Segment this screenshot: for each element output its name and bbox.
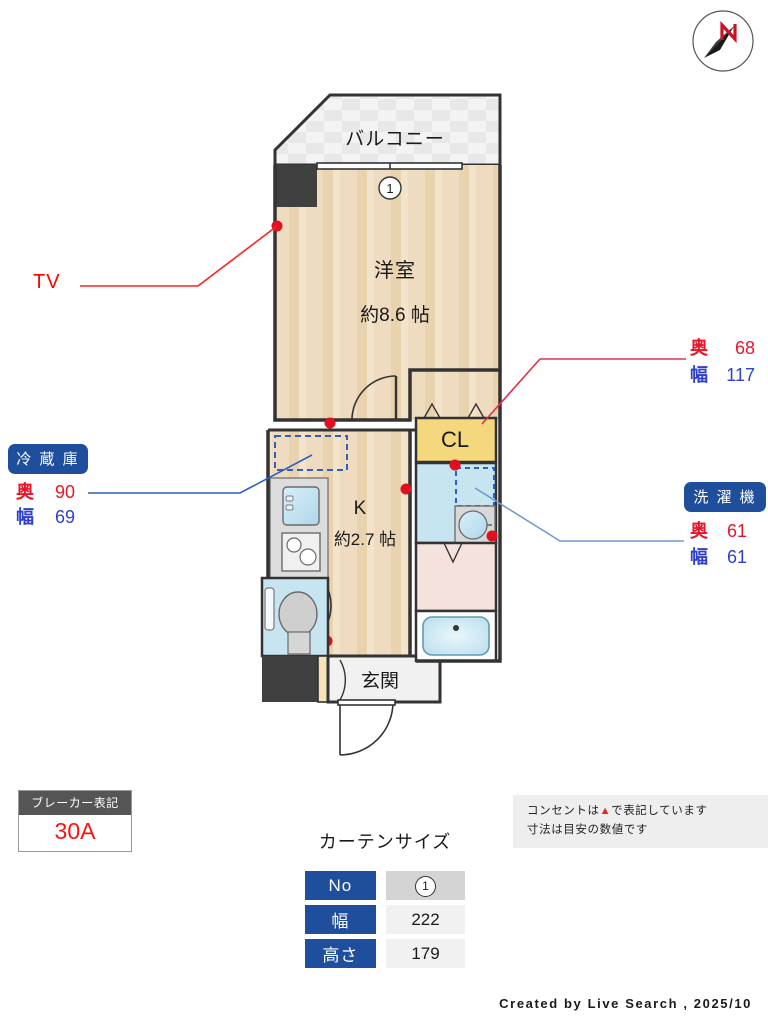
outlet-marker <box>400 483 412 495</box>
entrance-area <box>326 654 442 756</box>
closet-width-value: 117 <box>726 365 755 385</box>
tv-callout-label: TV <box>33 271 61 293</box>
kitchen-area <box>266 428 412 672</box>
curtain-width-value: 222 <box>386 905 465 934</box>
outlet-marker <box>486 530 498 542</box>
curtain-size-table: No 1 幅 222 高さ 179 <box>305 866 465 973</box>
main-room-area: 1 <box>271 162 502 429</box>
closet-area <box>414 402 498 464</box>
washer-width-key: 幅 <box>690 547 709 567</box>
corridor-area <box>414 541 498 613</box>
curtain-size-title: カーテンサイズ <box>318 832 452 852</box>
washer-depth-row: 奥 61 <box>690 518 768 544</box>
washer-depth-key: 奥 <box>690 521 709 541</box>
curtain-height-header: 高さ <box>305 939 376 968</box>
washer-leader-line <box>474 487 684 542</box>
fridge-width-row: 幅 69 <box>16 505 108 530</box>
outlet-symbol-icon: ▲ <box>599 805 612 817</box>
table-row: No 1 <box>305 871 465 900</box>
legend-notes: コンセントは▲で表記しています 寸法は目安の数値です <box>513 795 768 848</box>
fridge-depth-row: 奥 90 <box>16 480 108 505</box>
table-spacer <box>376 905 386 934</box>
washer-width-value: 61 <box>726 547 747 567</box>
washer-depth-value: 61 <box>726 521 747 541</box>
curtain-no-header: No <box>305 871 376 900</box>
compass-north-icon <box>692 10 754 72</box>
note-line-1-after: で表記しています <box>611 805 708 817</box>
outlet-marker <box>324 417 336 429</box>
svg-text:1: 1 <box>386 181 393 196</box>
outer-walls <box>410 370 502 663</box>
curtain-width-header: 幅 <box>305 905 376 934</box>
fridge-depth-key: 奥 <box>16 482 35 502</box>
closet-depth-key: 奥 <box>690 338 709 358</box>
closet-leader-line <box>481 358 686 425</box>
tv-leader-line <box>80 225 278 287</box>
fridge-space-outline <box>274 435 348 471</box>
closet-callout: 奥 68 幅 117 <box>690 335 768 389</box>
curtain-height-value: 179 <box>386 939 465 968</box>
floor-plan-drawing: 1 <box>260 93 502 756</box>
curtain-no-value: 1 <box>386 871 465 900</box>
closet-depth-value: 68 <box>734 338 755 358</box>
table-row: 高さ 179 <box>305 939 465 968</box>
fridge-callout: 冷 蔵 庫 奥 90 幅 69 <box>8 444 108 530</box>
window-number-badge: 1 <box>415 875 436 897</box>
fridge-leader-line <box>88 454 313 494</box>
closet-width-key: 幅 <box>690 365 709 385</box>
callout-leader-lines <box>80 225 686 542</box>
breaker-title: ブレーカー表記 <box>19 791 131 815</box>
note-line-2: 寸法は目安の数値です <box>527 824 648 836</box>
table-spacer <box>376 939 386 968</box>
washer-callout: 洗 濯 機 奥 61 幅 61 <box>684 482 768 570</box>
closet-width-row: 幅 117 <box>690 362 768 389</box>
table-spacer <box>376 871 386 900</box>
note-line-1: コンセントは▲で表記しています <box>527 802 765 821</box>
breaker-info-box: ブレーカー表記 30A <box>18 790 132 852</box>
fridge-badge: 冷 蔵 庫 <box>8 444 88 474</box>
footer-credit: Created by Live Search , 2025/10 <box>499 996 752 1011</box>
toilet-area <box>260 576 341 703</box>
washroom-area <box>414 459 498 545</box>
closet-depth-row: 奥 68 <box>690 335 768 362</box>
fridge-width-value: 69 <box>54 507 75 527</box>
table-row: 幅 222 <box>305 905 465 934</box>
breaker-value: 30A <box>54 818 96 844</box>
curtain-size-section: カーテンサイズ No 1 幅 222 高さ 179 <box>305 828 465 973</box>
note-line-1-before: コンセントは <box>527 805 600 817</box>
washer-badge: 洗 濯 機 <box>684 482 766 512</box>
fridge-depth-value: 90 <box>54 482 75 502</box>
outlet-marker <box>449 459 461 471</box>
fridge-width-key: 幅 <box>16 507 35 527</box>
washer-width-row: 幅 61 <box>690 544 768 570</box>
